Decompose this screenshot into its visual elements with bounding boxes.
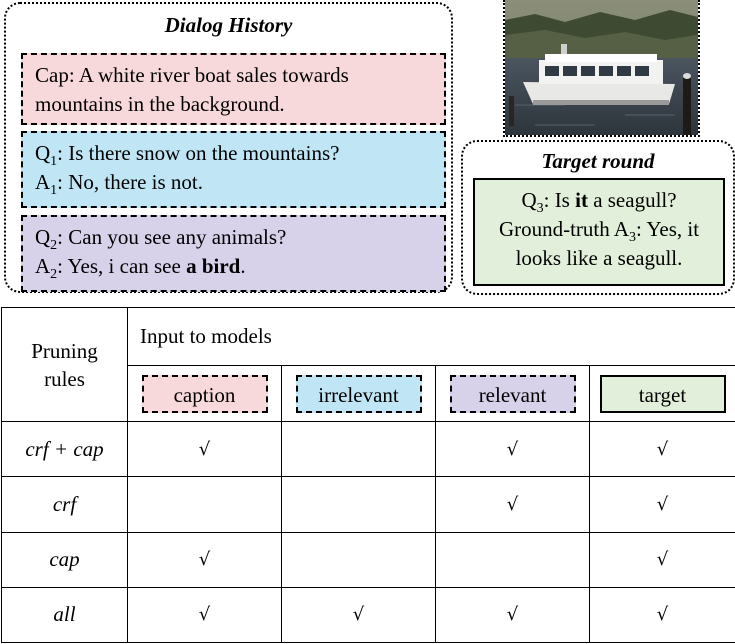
- target-round-panel: Target round Q3: Is it a seagull? Ground…: [461, 140, 735, 295]
- table-cell: [281, 531, 436, 588]
- table-cell: [281, 476, 436, 533]
- target-box: Q3: Is it a seagull? Ground-truth A3: Ye…: [473, 178, 725, 286]
- a2-prefix: A: [35, 254, 51, 278]
- legend-cell-caption: caption: [127, 365, 282, 423]
- answer-1: A1: No, there is not.: [35, 168, 432, 199]
- ground-truth-line-2: looks like a seagull.: [515, 246, 683, 270]
- answer-2: A2: Yes, i can see a bird.: [35, 252, 432, 283]
- q3-prefix: Q: [521, 188, 537, 212]
- q2-prefix: Q: [35, 225, 51, 249]
- rule-name: all: [1, 586, 128, 644]
- q3-bold: it: [575, 188, 588, 212]
- q1-subscript: 1: [50, 154, 58, 170]
- question-3: Q3: Is it a seagull?: [475, 186, 723, 217]
- boat-photo-illustration: [505, 0, 698, 135]
- legend-cell-irrelevant: irrelevant: [281, 365, 436, 423]
- q3-text-2: a seagull?: [587, 188, 677, 212]
- q2-subscript: 2: [50, 238, 58, 254]
- table-cell: √: [588, 421, 735, 478]
- ground-truth-line-1: Ground-truth A3: Yes, it: [475, 215, 723, 246]
- q1-prefix: Q: [35, 141, 51, 165]
- a1-text: : No, there is not.: [57, 170, 203, 194]
- table-cell: √: [435, 586, 590, 644]
- table-header-row: Pruning rules Input to models: [1, 306, 735, 423]
- q3-subscript: 3: [536, 201, 544, 217]
- table-cell: [127, 476, 282, 533]
- irrelevant-turn-box: Q1: Is there snow on the mountains? A1: …: [21, 131, 446, 208]
- a1-subscript: 1: [50, 183, 58, 199]
- row-header-cell: Pruning rules: [1, 306, 128, 423]
- pruning-rules-table: Pruning rules Input to models caption ir…: [1, 306, 735, 644]
- boat-photo: [503, 0, 700, 137]
- row-header-label: Pruning rules: [31, 338, 98, 391]
- table-cell: √: [127, 586, 282, 644]
- table-cell: √: [588, 531, 735, 588]
- dialog-history-panel: Dialog History Cap: A white river boat s…: [4, 2, 453, 293]
- table-cell: [281, 421, 436, 478]
- table-cell: √: [588, 476, 735, 533]
- legend-cell-relevant: relevant: [435, 365, 590, 423]
- table-row: all √ √ √ √: [1, 586, 735, 644]
- q2-text: : Can you see any animals?: [57, 225, 287, 249]
- a3-subscript: 3: [629, 230, 637, 246]
- q3-text-1: : Is: [543, 188, 576, 212]
- relevant-turn-box: Q2: Can you see any animals? A2: Yes, i …: [21, 215, 446, 292]
- q1-text: : Is there snow on the mountains?: [57, 141, 340, 165]
- caption-box: Cap: A white river boat sales towards mo…: [21, 53, 446, 125]
- legend-caption: caption: [141, 374, 268, 413]
- legend-target: target: [599, 374, 726, 413]
- legend-row: caption irrelevant relevant target: [2, 365, 735, 423]
- legend-irrelevant: irrelevant: [295, 374, 422, 413]
- table-cell: √: [435, 421, 590, 478]
- a3-text: : Yes, it: [636, 217, 700, 241]
- group-header-cell: Input to models: [126, 306, 735, 367]
- target-round-title: Target round: [541, 149, 655, 173]
- table-cell: √: [127, 421, 282, 478]
- a1-prefix: A: [35, 170, 51, 194]
- caption-line-2: mountains in the background.: [35, 92, 285, 116]
- rule-name: crf + cap: [1, 421, 128, 478]
- a2-bold-text: a bird: [186, 254, 241, 278]
- table-cell: √: [281, 586, 436, 644]
- table-cell: √: [127, 531, 282, 588]
- a2-end: .: [240, 254, 246, 278]
- table-cell: [435, 531, 590, 588]
- table-row: crf + cap √ √ √: [1, 421, 735, 478]
- a2-subscript: 2: [50, 267, 58, 283]
- a2-text: : Yes, i can see: [57, 254, 187, 278]
- table-row: cap √ √: [1, 531, 735, 588]
- question-2: Q2: Can you see any animals?: [35, 223, 432, 254]
- legend-relevant: relevant: [449, 374, 576, 413]
- caption-line-1: Cap: A white river boat sales towards: [35, 63, 349, 87]
- legend-cell-target: target: [588, 365, 735, 423]
- table-row: crf √ √: [1, 476, 735, 533]
- question-1: Q1: Is there snow on the mountains?: [35, 139, 432, 170]
- table-cell: √: [588, 586, 735, 644]
- dialog-history-title: Dialog History: [164, 13, 293, 37]
- rule-name: cap: [1, 531, 128, 588]
- table-cell: √: [435, 476, 590, 533]
- a3-prefix: Ground-truth A: [498, 217, 630, 241]
- rule-name: crf: [1, 476, 128, 533]
